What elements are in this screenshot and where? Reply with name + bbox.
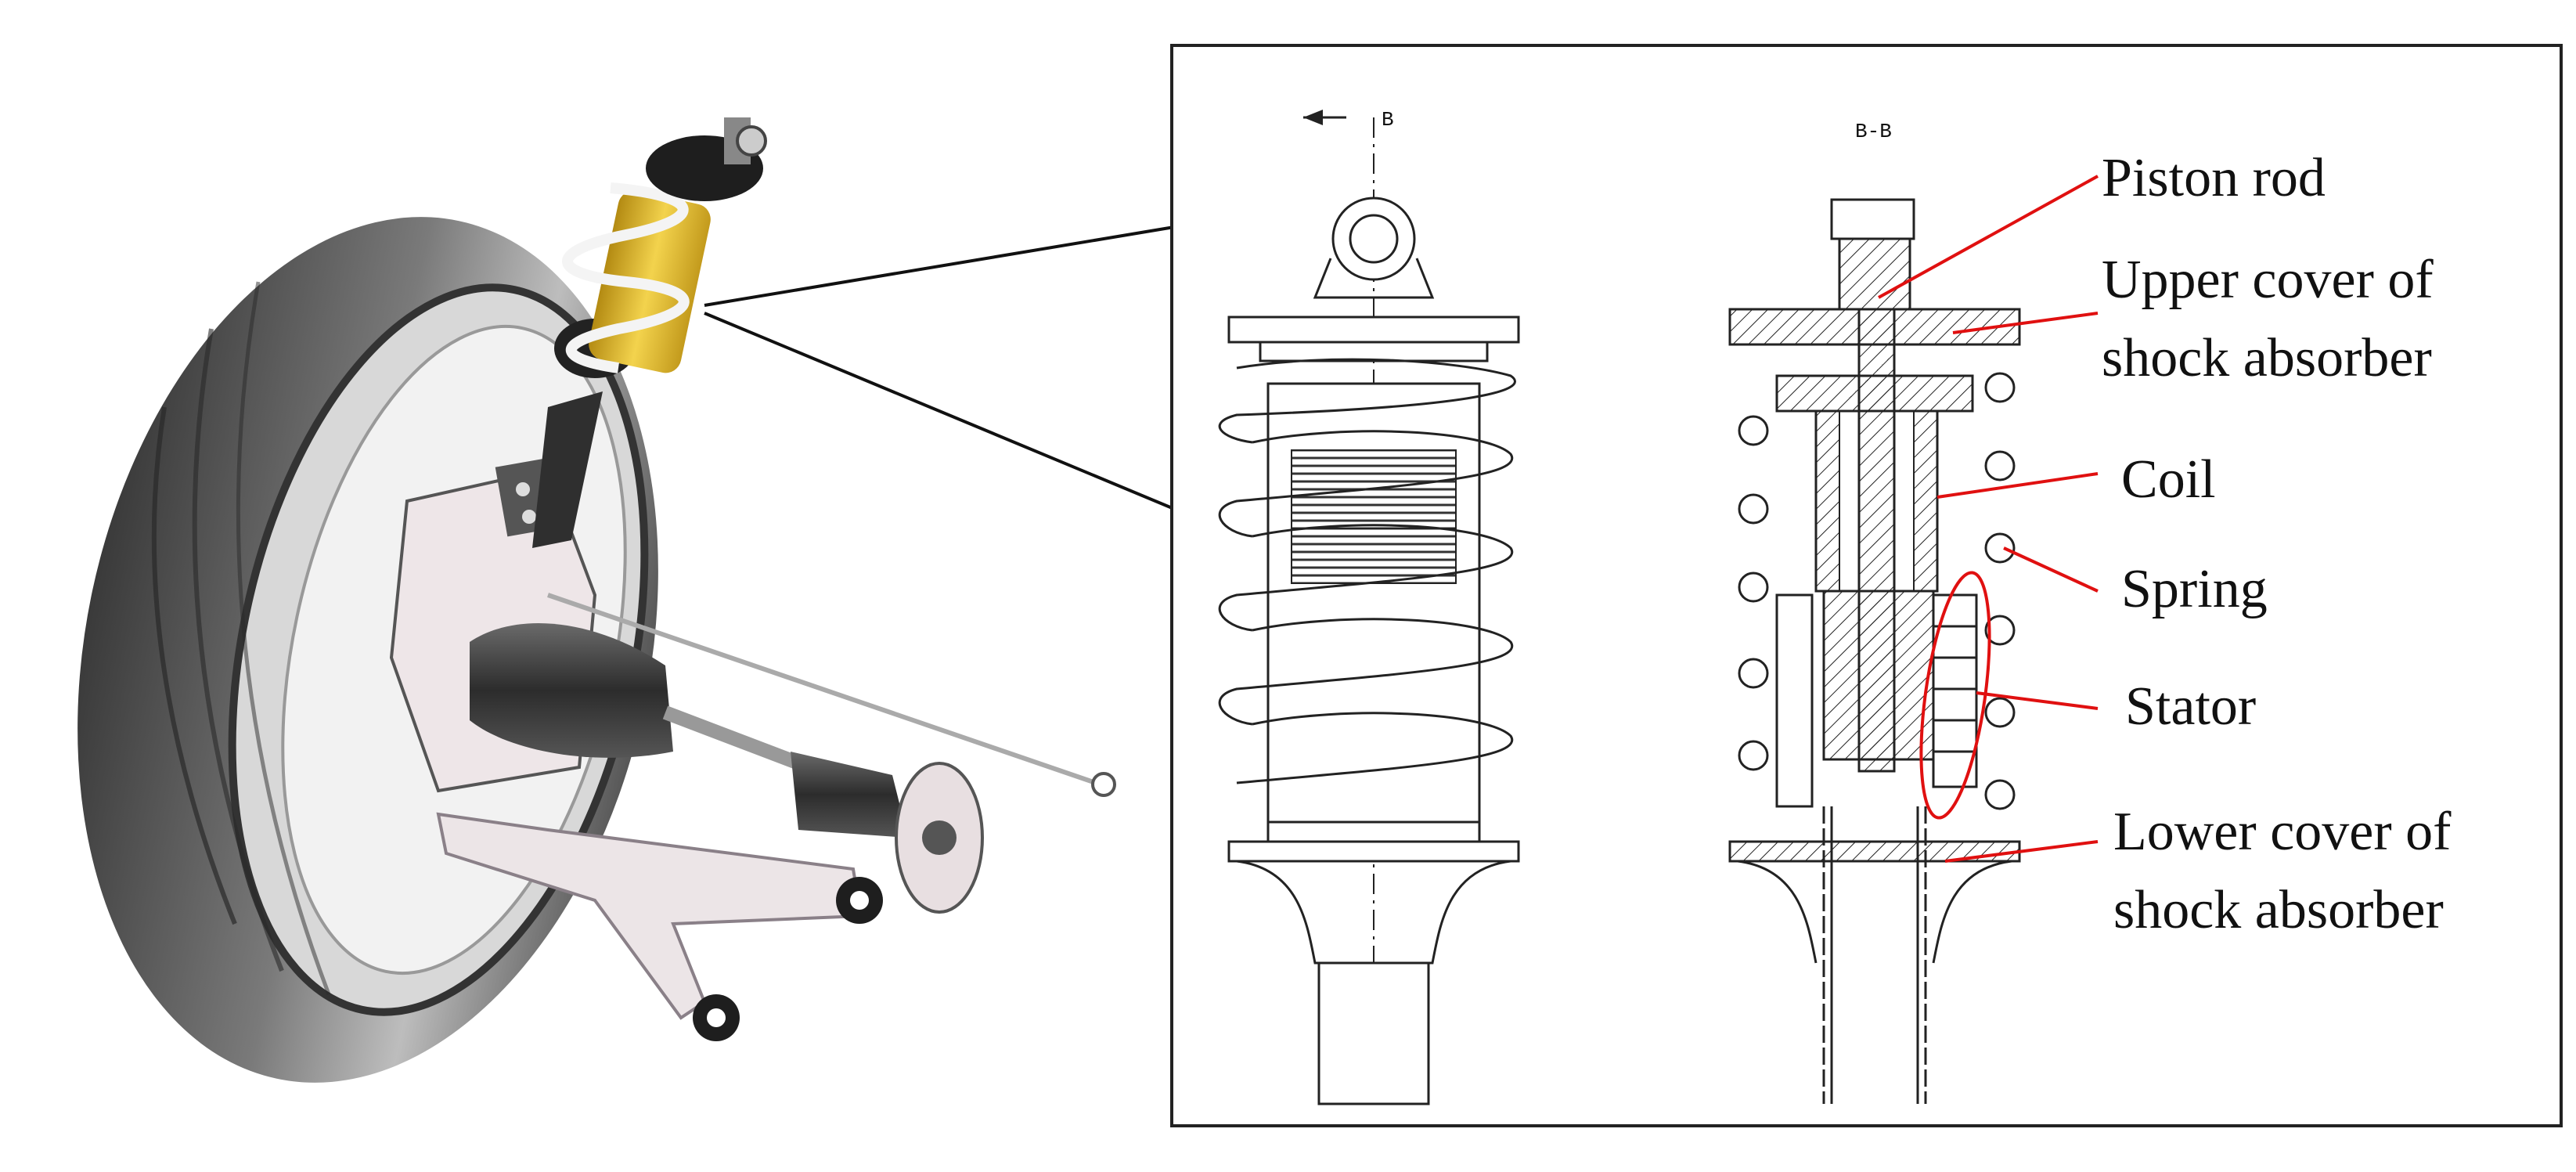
label-lower-cover-line1: Lower cover of <box>2113 802 2452 862</box>
zoom-leader-lines <box>704 225 1175 510</box>
suspension-illustration <box>77 117 1116 1083</box>
section-mark-label: B <box>1382 108 1394 132</box>
drawing-panel: B <box>1170 44 2563 1127</box>
callout-labels: Piston rod Upper cover of shock absorber… <box>2102 148 2452 940</box>
label-stator: Stator <box>2125 676 2256 737</box>
external-view: B <box>1218 108 1520 1105</box>
strut-assembly <box>532 117 767 548</box>
section-view: B-B <box>1728 120 2021 1104</box>
label-piston-rod: Piston rod <box>2102 148 2326 208</box>
section-title: B-B <box>1855 120 1892 143</box>
label-coil: Coil <box>2121 449 2216 510</box>
label-upper-cover-line1: Upper cover of <box>2102 250 2434 310</box>
drive-shaft <box>470 593 1116 914</box>
stator-highlight <box>1919 571 1991 820</box>
spring-section <box>1738 372 2016 810</box>
label-spring: Spring <box>2121 559 2268 619</box>
label-upper-cover-line2: shock absorber <box>2102 328 2432 388</box>
lower-control-arm <box>436 812 883 1041</box>
callout-leaders <box>1878 175 2099 863</box>
label-lower-cover-line2: shock absorber <box>2113 880 2444 940</box>
